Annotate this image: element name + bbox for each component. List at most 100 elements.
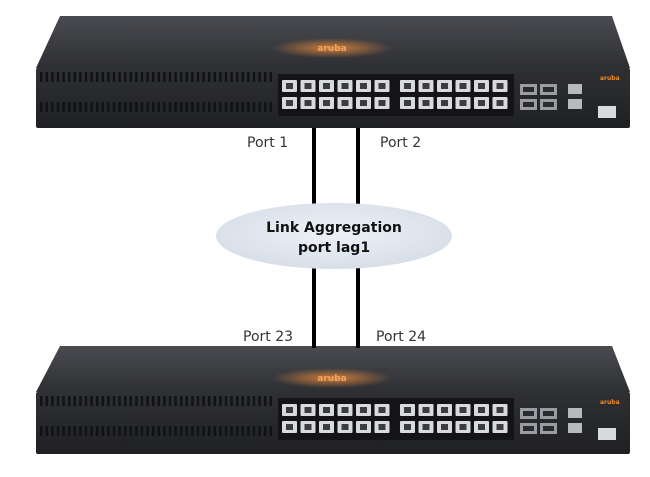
vent-slot — [124, 426, 127, 436]
vent-slot — [129, 426, 132, 436]
rj45-jack — [496, 407, 504, 413]
rj45-jack — [341, 424, 349, 430]
vent-slot — [163, 72, 166, 82]
vent-slot — [213, 426, 216, 436]
vent-slot — [90, 102, 93, 112]
vent-slot — [247, 396, 250, 406]
rj45-jack — [496, 424, 504, 430]
vent-slot — [174, 102, 177, 112]
switch-top-logo: aruba — [317, 44, 346, 54]
vent-slot — [62, 426, 65, 436]
vent-slot — [219, 396, 222, 406]
sfp-slot — [523, 411, 534, 416]
vent-slot — [101, 396, 104, 406]
console-port — [568, 423, 582, 433]
rj45-jack — [441, 424, 448, 430]
vent-slot — [269, 396, 272, 406]
vent-slot — [135, 102, 138, 112]
rj45-jack — [404, 424, 411, 430]
console-port — [568, 99, 582, 109]
vent-slot — [258, 396, 261, 406]
vent-slot — [247, 72, 250, 82]
vent-slot — [252, 396, 256, 406]
vent-slot — [191, 102, 194, 112]
vent-slot — [79, 426, 82, 436]
sfp-slot — [543, 411, 554, 416]
vent-slot — [107, 426, 110, 436]
vent-slot — [185, 426, 188, 436]
vent-slot — [196, 102, 200, 112]
vent-slot — [252, 426, 256, 436]
vent-slot — [84, 396, 88, 406]
vent-slot — [224, 396, 228, 406]
vent-slot — [101, 102, 104, 112]
vent-slot — [129, 72, 132, 82]
switch-bottom-brand: aruba — [600, 399, 620, 406]
rj45-jack — [378, 407, 386, 413]
vent-slot — [180, 72, 183, 82]
vent-slot — [84, 426, 88, 436]
vent-slot — [185, 102, 188, 112]
vent-slot — [264, 426, 267, 436]
vent-slot — [68, 426, 71, 436]
rj45-jack — [304, 407, 312, 413]
vent-slot — [230, 396, 233, 406]
vent-slot — [219, 102, 222, 112]
vent-slot — [152, 72, 155, 82]
vent-slot — [118, 426, 121, 436]
vent-slot — [73, 426, 76, 436]
vent-slot — [236, 72, 239, 82]
rj45-jack — [286, 100, 293, 106]
vent-slot — [163, 396, 166, 406]
vent-slot — [146, 102, 149, 112]
vent-slot — [264, 72, 267, 82]
vent-slot — [208, 72, 211, 82]
vent-slot — [152, 102, 155, 112]
vent-slot — [40, 102, 43, 112]
rj45-jack — [341, 407, 349, 413]
vent-slot — [202, 72, 205, 82]
rj45-jack — [478, 424, 485, 430]
vent-slot — [45, 102, 48, 112]
vent-slot — [107, 72, 110, 82]
rj45-jack — [304, 424, 312, 430]
vent-slot — [96, 102, 99, 112]
rj45-jack — [441, 407, 448, 413]
vent-slot — [247, 426, 250, 436]
vent-slot — [196, 396, 200, 406]
vent-slot — [135, 396, 138, 406]
rj45-jack — [360, 407, 367, 413]
rj45-jack — [459, 83, 467, 89]
vent-slot — [258, 102, 261, 112]
vent-slot — [118, 72, 121, 82]
vent-slot — [73, 396, 76, 406]
vent-slot — [269, 426, 272, 436]
vent-slot — [168, 72, 172, 82]
vent-slot — [224, 72, 228, 82]
vent-slot — [84, 72, 88, 82]
vent-slot — [56, 72, 60, 82]
rj45-jack — [323, 424, 330, 430]
vent-slot — [96, 72, 99, 82]
vent-slot — [51, 72, 54, 82]
switch-bottom-vents-left — [40, 396, 272, 436]
vent-slot — [191, 426, 194, 436]
port-label-port-23: Port 23 — [243, 329, 293, 345]
vent-slot — [84, 102, 88, 112]
switch-bottom: aruba aruba — [36, 346, 630, 454]
rj45-jack — [496, 100, 504, 106]
vent-slot — [252, 72, 256, 82]
vent-slot — [247, 102, 250, 112]
vent-slot — [168, 396, 172, 406]
rj45-jack — [459, 424, 467, 430]
vent-slot — [208, 396, 211, 406]
switch-top-ports — [278, 74, 514, 116]
vent-slot — [202, 396, 205, 406]
vent-slot — [236, 102, 239, 112]
vent-slot — [191, 72, 194, 82]
vent-slot — [230, 102, 233, 112]
usb-port — [568, 408, 582, 418]
vent-slot — [79, 396, 82, 406]
vent-slot — [269, 72, 272, 82]
vent-slot — [202, 426, 205, 436]
